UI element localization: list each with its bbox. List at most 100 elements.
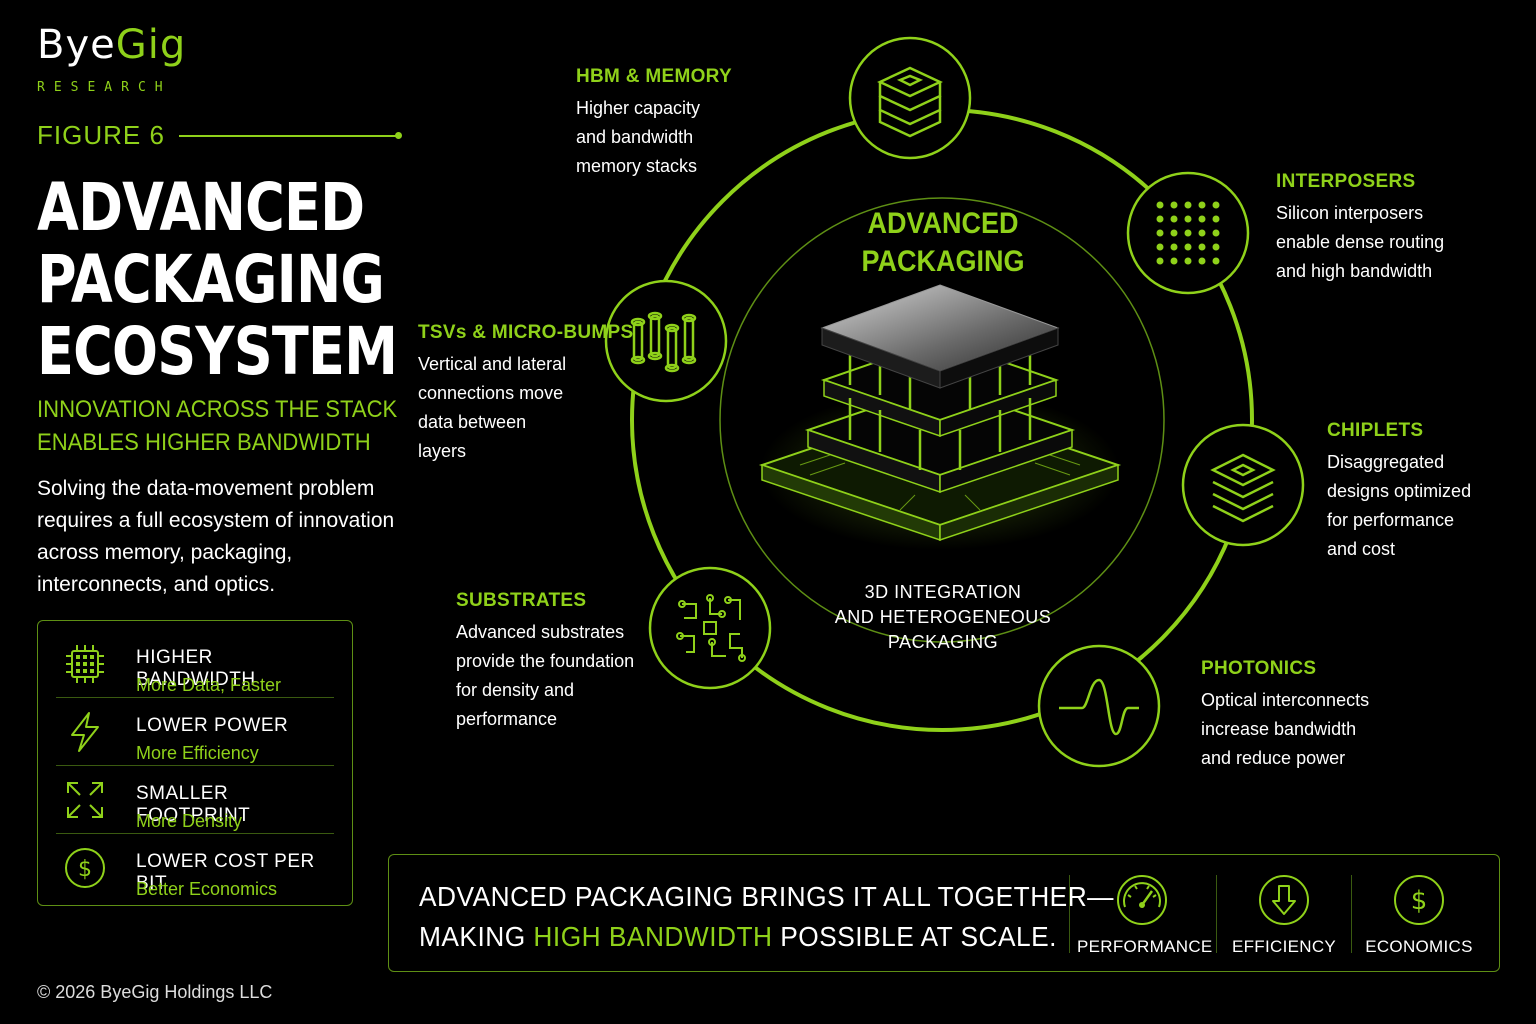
- subtitle: INNOVATION ACROSS THE STACK ENABLES HIGH…: [37, 393, 397, 459]
- center-title: ADVANCED PACKAGING: [832, 205, 1053, 281]
- label-desc: Advanced substrates provide the foundati…: [456, 618, 634, 734]
- center-sub-line-2: AND HETEROGENEOUS: [834, 607, 1052, 627]
- brand-tagline: RESEARCH: [37, 80, 172, 95]
- label-desc: Silicon interposers enable dense routing…: [1276, 199, 1444, 286]
- benefit-lower-power: LOWER POWER More Efficiency: [56, 697, 334, 766]
- desc-line: for density and: [456, 680, 575, 700]
- benefit-title: SMALLER FOOTPRINT: [136, 783, 251, 826]
- waveform-icon: [1059, 678, 1139, 736]
- intro-paragraph: Solving the data-movement problem requir…: [37, 477, 395, 596]
- label-title: TSVs & MICRO-BUMPS: [418, 322, 634, 343]
- node-circle-substrates: [648, 566, 772, 690]
- desc-line: layers: [418, 441, 467, 461]
- brand-name-b: Gig: [115, 22, 187, 68]
- label-interposers: INTERPOSERS Silicon interposers enable d…: [1276, 171, 1444, 286]
- circuit-icon: [676, 594, 746, 662]
- dollar-icon: $: [65, 848, 105, 888]
- benefit-sub: More Data, Faster: [136, 675, 282, 695]
- brand-logo: ByeGig: [37, 22, 186, 68]
- desc-line: Silicon interposers: [1276, 203, 1424, 223]
- svg-text:$: $: [1411, 886, 1428, 916]
- title-line-2: PACKAGING: [37, 241, 385, 318]
- dollar-icon: $: [1394, 875, 1444, 925]
- down-arrow-icon: [1259, 875, 1309, 925]
- label-tsvs: TSVs & MICRO-BUMPS Vertical and lateral …: [418, 322, 633, 466]
- center-sub-line-1: 3D INTEGRATION: [864, 582, 1022, 602]
- desc-line: enable dense routing: [1276, 232, 1445, 252]
- pillar-performance: PERFORMANCE: [1077, 873, 1213, 957]
- pillar-label: EFFICIENCY: [1231, 937, 1337, 956]
- figure-label: FIGURE 6: [37, 120, 402, 151]
- label-title: INTERPOSERS: [1276, 171, 1416, 192]
- center-sub-line-3: PACKAGING: [887, 632, 999, 652]
- lightning-icon: [71, 712, 99, 752]
- figure-rule: [178, 131, 402, 139]
- banner-text-a: MAKING: [419, 921, 534, 952]
- subtitle-line-1: INNOVATION ACROSS THE STACK: [37, 396, 398, 423]
- benefit-title: LOWER POWER: [136, 715, 289, 736]
- label-substrates: SUBSTRATES Advanced substrates provide t…: [456, 590, 634, 734]
- banner-highlight: HIGH BANDWIDTH: [533, 921, 773, 952]
- layered-chiplets-icon: [1210, 453, 1276, 523]
- benefit-sub: More Efficiency: [136, 743, 259, 763]
- pillar-label: ECONOMICS: [1365, 937, 1473, 956]
- benefit-title: HIGHER BANDWIDTH: [136, 647, 256, 690]
- label-title: PHOTONICS: [1201, 658, 1317, 679]
- desc-line: and high bandwidth: [1276, 261, 1433, 281]
- memory-stack-icon: [877, 66, 943, 138]
- subtitle-line-2: ENABLES HIGHER BANDWIDTH: [37, 429, 371, 456]
- node-circle-hbm: [848, 36, 972, 160]
- pillar-label: PERFORMANCE: [1077, 937, 1213, 956]
- label-desc: Vertical and lateral connections move da…: [418, 350, 633, 466]
- node-circle-photonics: [1037, 644, 1161, 768]
- banner-text: ADVANCED PACKAGING BRINGS IT ALL TOGETHE…: [419, 877, 1114, 957]
- label-desc: Disaggregated designs optimized for perf…: [1327, 448, 1471, 564]
- page-title: ADVANCED PACKAGING ECOSYSTEM: [37, 169, 398, 388]
- label-desc: Optical interconnects increase bandwidth…: [1201, 686, 1369, 773]
- desc-line: data between: [418, 412, 527, 432]
- divider: [1069, 875, 1070, 953]
- desc-line: designs optimized: [1327, 481, 1472, 501]
- benefit-smaller-footprint: SMALLER FOOTPRINT More Density: [56, 765, 334, 834]
- benefit-title: LOWER COST PER BIT: [136, 851, 315, 894]
- gauge-icon: [1117, 875, 1167, 925]
- label-title: CHIPLETS: [1327, 420, 1424, 441]
- banner-line-2: MAKING HIGH BANDWIDTH POSSIBLE AT SCALE.: [419, 917, 1114, 957]
- dot-grid-icon: [1156, 201, 1220, 265]
- desc-line: for performance: [1327, 510, 1455, 530]
- desc-line: provide the foundation: [456, 651, 635, 671]
- banner-line-1: ADVANCED PACKAGING BRINGS IT ALL TOGETHE…: [419, 881, 1114, 912]
- benefit-sub: More Density: [136, 811, 243, 831]
- label-title: SUBSTRATES: [456, 590, 587, 611]
- summary-banner: ADVANCED PACKAGING BRINGS IT ALL TOGETHE…: [388, 854, 1500, 972]
- pillar-economics: $ ECONOMICS: [1354, 873, 1484, 957]
- banner-text-c: POSSIBLE AT SCALE.: [772, 921, 1057, 952]
- title-line-1: ADVANCED: [37, 169, 365, 246]
- desc-line: Disaggregated: [1327, 452, 1445, 472]
- center-title-line-2: PACKAGING: [861, 245, 1025, 278]
- center-title-line-1: ADVANCED: [867, 207, 1019, 240]
- node-circle-tsvs: [604, 279, 728, 403]
- tsv-pillars-icon: [630, 311, 697, 373]
- desc-line: connections move: [418, 383, 564, 403]
- desc-line: Vertical and lateral: [418, 354, 567, 374]
- copyright: © 2026 ByeGig Holdings LLC: [37, 982, 273, 1002]
- desc-line: and reduce power: [1201, 748, 1346, 768]
- desc-line: and cost: [1327, 539, 1396, 559]
- expand-arrows-icon: [67, 782, 103, 818]
- chip-icon: [66, 645, 104, 683]
- inner-ring: [719, 197, 1165, 643]
- label-photonics: PHOTONICS Optical interconnects increase…: [1201, 658, 1369, 773]
- desc-line: Higher capacity: [576, 98, 701, 118]
- divider: [1216, 875, 1217, 953]
- desc-line: performance: [456, 709, 558, 729]
- brand-name-a: Bye: [37, 22, 116, 68]
- desc-line: increase bandwidth: [1201, 719, 1357, 739]
- benefit-higher-bandwidth: HIGHER BANDWIDTH More Data, Faster: [56, 629, 334, 698]
- benefit-lower-cost: $ LOWER COST PER BIT Better Economics: [56, 833, 334, 901]
- svg-text:$: $: [78, 857, 92, 882]
- label-chiplets: CHIPLETS Disaggregated designs optimized…: [1327, 420, 1471, 564]
- benefits-panel: HIGHER BANDWIDTH More Data, Faster LOWER…: [37, 620, 353, 906]
- desc-line: Advanced substrates: [456, 622, 625, 642]
